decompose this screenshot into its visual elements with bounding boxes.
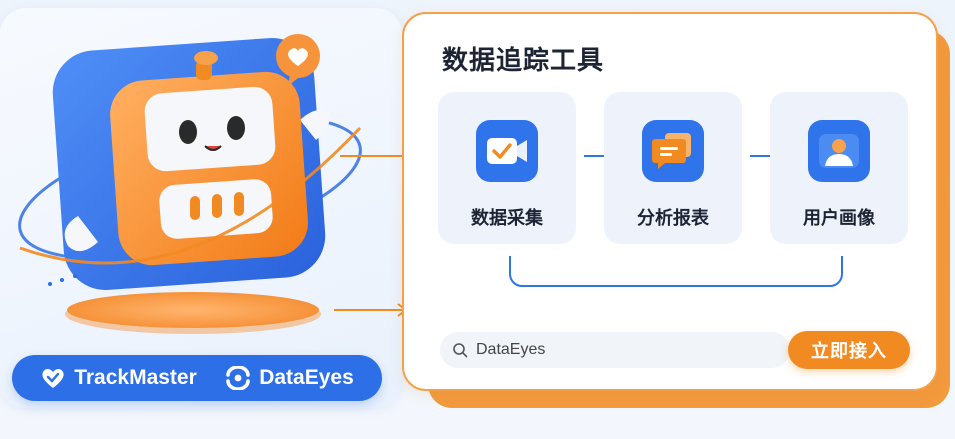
brand-name-dataeyes: DataEyes (259, 366, 354, 389)
checkmark-camera-icon (476, 120, 538, 182)
hero-panel: TrackMaster DataEyes (0, 8, 402, 408)
feature-label: 用户画像 (803, 208, 875, 228)
feature-data-collection[interactable]: 数据采集 (438, 92, 576, 244)
search-box[interactable] (440, 332, 790, 368)
search-icon (453, 343, 468, 358)
tool-card: 数据追踪工具 数据采集 分析报表 (402, 12, 938, 391)
robot-mascot-illustration (18, 34, 362, 334)
heart-shield-icon (42, 369, 64, 388)
feature-user-profile[interactable]: 用户画像 (770, 92, 908, 244)
brand-bar: TrackMaster DataEyes (12, 355, 382, 401)
card-title: 数据追踪工具 (442, 45, 605, 75)
brand-dataeyes[interactable]: DataEyes (225, 366, 354, 390)
search-input[interactable] (476, 341, 766, 359)
connect-now-button[interactable]: 立即接入 (788, 331, 910, 369)
eye-loop-icon (226, 366, 251, 390)
user-profile-icon (808, 120, 870, 182)
brand-name-trackmaster: TrackMaster (74, 366, 197, 389)
brand-trackmaster[interactable]: TrackMaster (40, 366, 197, 390)
feature-analysis-report[interactable]: 分析报表 (604, 92, 742, 244)
feature-label: 分析报表 (637, 208, 709, 228)
flow-loop-bracket (509, 256, 843, 287)
feature-label: 数据采集 (471, 208, 543, 228)
chat-report-icon (642, 120, 704, 182)
